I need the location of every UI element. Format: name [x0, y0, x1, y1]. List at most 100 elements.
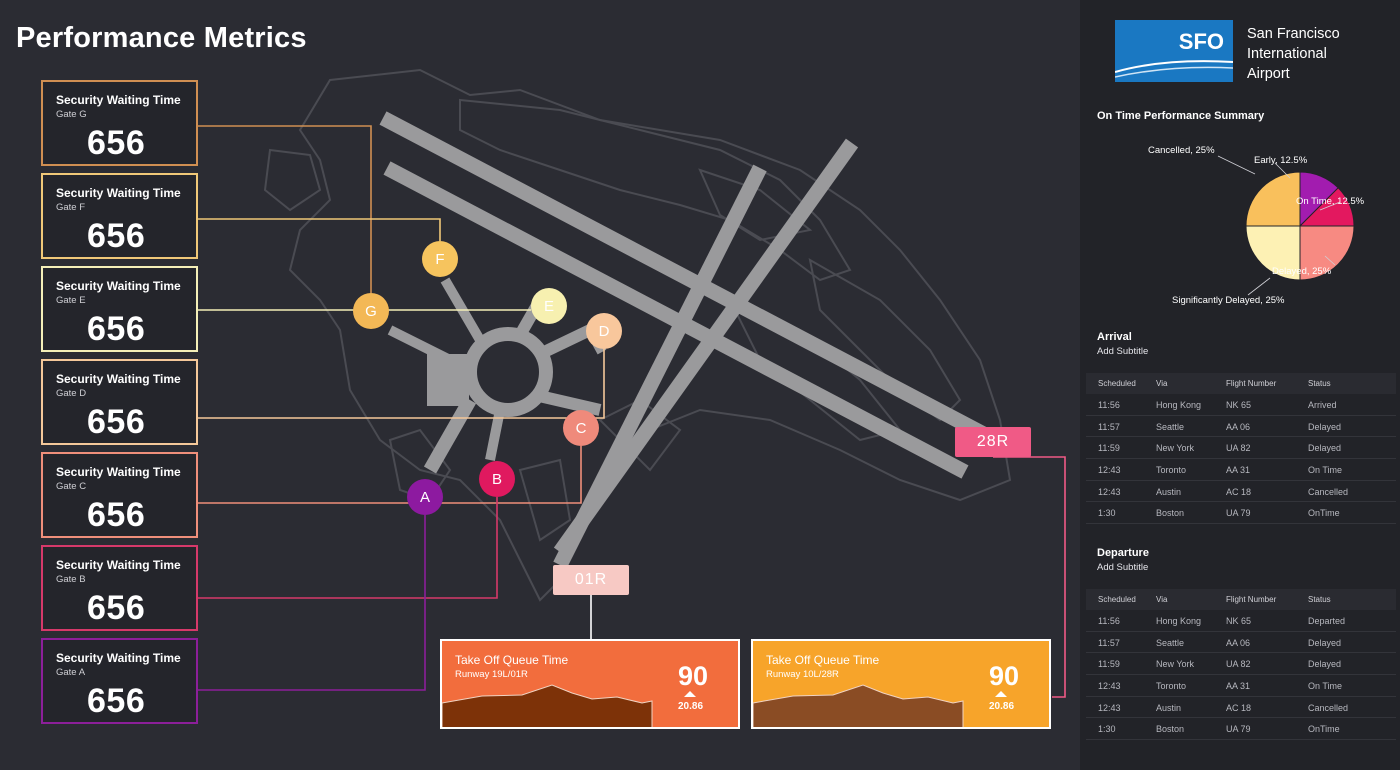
table-cell: On Time	[1308, 681, 1343, 692]
table-cell: UA 82	[1226, 659, 1251, 670]
table-cell: NK 65	[1226, 616, 1252, 626]
takeoff-queue-card-10l[interactable]: Take Off Queue Time Runway 10L/28R 90 20…	[751, 639, 1051, 729]
right-panel: SFO San Francisco International Airport …	[1080, 0, 1400, 770]
pie-leader-line	[1274, 162, 1291, 179]
logo-wave-icon	[1115, 60, 1233, 78]
queue-card-runway: Runway 10L/28R	[766, 669, 839, 680]
table-cell: UA 79	[1226, 508, 1251, 519]
table-cell: Departed	[1308, 616, 1346, 626]
queue-trend-area	[753, 684, 964, 727]
summary-title: On Time Performance Summary	[1097, 110, 1265, 122]
table-cell: AA 31	[1226, 681, 1251, 692]
connector-line	[198, 218, 441, 241]
gate-marker-b[interactable]: B	[479, 461, 515, 497]
column-header: Status	[1308, 595, 1331, 604]
pie-slice	[1245, 225, 1301, 281]
table-header: Scheduled Via Flight Number Status	[1086, 589, 1396, 610]
table-cell: Seattle	[1156, 421, 1185, 432]
gate-card-c[interactable]: Security Waiting Time Gate C 656	[41, 452, 198, 538]
gate-marker-e[interactable]: E	[531, 288, 567, 324]
table-row[interactable]: 11:57 Seattle AA 06 Delayed	[1086, 632, 1396, 654]
table-cell: 11:57	[1098, 637, 1120, 648]
arrival-title: Arrival	[1097, 331, 1132, 343]
table-cell: Boston	[1156, 508, 1185, 519]
table-cell: Delayed	[1308, 637, 1342, 648]
table-cell: 1:30	[1098, 508, 1116, 519]
logo-text: SFO	[1178, 29, 1224, 54]
table-cell: Hong Kong	[1156, 616, 1202, 626]
pie-leader-line	[1319, 201, 1341, 211]
table-row[interactable]: 11:56 Hong Kong NK 65 Departed	[1086, 610, 1396, 632]
table-cell: 12:43	[1098, 486, 1121, 497]
takeoff-queue-card-19l[interactable]: Take Off Queue Time Runway 19L/01R 90 20…	[440, 639, 740, 729]
gate-card-a[interactable]: Security Waiting Time Gate A 656	[41, 638, 198, 724]
departure-table: Scheduled Via Flight Number Status 11:56 Hong…	[1086, 589, 1396, 741]
connector-line	[198, 446, 582, 504]
gate-marker-d[interactable]: D	[586, 313, 622, 349]
column-header: Via	[1156, 595, 1168, 604]
table-cell: 11:59	[1098, 443, 1120, 454]
gate-marker-c[interactable]: C	[563, 410, 599, 446]
runway-label-01r[interactable]: 01R	[553, 565, 629, 595]
gate-marker-f[interactable]: F	[422, 241, 458, 277]
departure-subtitle: Add Subtitle	[1097, 562, 1149, 573]
table-row[interactable]: 1:30 Boston UA 79 OnTime	[1086, 502, 1396, 525]
gate-card-value: 656	[87, 403, 146, 441]
table-cell: Toronto	[1156, 465, 1187, 476]
column-header: Flight Number	[1226, 379, 1277, 388]
column-header: Flight Number	[1226, 595, 1277, 604]
table-cell: AA 06	[1226, 637, 1251, 648]
table-cell: 12:43	[1098, 702, 1121, 713]
table-cell: Seattle	[1156, 637, 1185, 648]
table-cell: AA 31	[1226, 465, 1251, 476]
pie-label-early: Early, 12.5%	[1254, 155, 1308, 166]
table-cell: Boston	[1156, 724, 1185, 735]
arrival-subtitle: Add Subtitle	[1097, 346, 1149, 357]
connector-line	[198, 125, 372, 293]
table-cell: OnTime	[1308, 508, 1340, 519]
pie-label-cancelled: Cancelled, 25%	[1148, 145, 1215, 156]
table-cell: 11:56	[1098, 400, 1120, 410]
table-cell: Arrived	[1308, 400, 1337, 410]
gate-card-value: 656	[87, 682, 146, 720]
sfo-logo: SFO	[1115, 20, 1233, 82]
table-cell: Austin	[1156, 702, 1182, 713]
table-cell: On Time	[1308, 465, 1343, 476]
gate-marker-a[interactable]: A	[407, 479, 443, 515]
table-cell: New York	[1156, 443, 1195, 454]
table-cell: 11:59	[1098, 659, 1120, 670]
table-cell: 11:56	[1098, 616, 1120, 626]
map-outlines	[263, 68, 1012, 602]
runway-label-28r[interactable]: 28R	[955, 427, 1031, 457]
table-cell: Cancelled	[1308, 486, 1349, 497]
table-cell: AC 18	[1226, 486, 1252, 497]
trend-up-icon	[684, 691, 696, 697]
gate-card-value: 656	[87, 310, 146, 348]
gate-marker-g[interactable]: G	[353, 293, 389, 329]
gate-card-f[interactable]: Security Waiting Time Gate F 656	[41, 173, 198, 259]
departure-title: Departure	[1097, 547, 1149, 559]
gate-card-d[interactable]: Security Waiting Time Gate D 656	[41, 359, 198, 445]
pie-label-significantly-delayed: Significantly Delayed, 25%	[1172, 295, 1285, 306]
queue-card-delta: 20.86	[678, 701, 704, 712]
gate-card-e[interactable]: Security Waiting Time Gate E 656	[41, 266, 198, 352]
runway-connector	[993, 456, 1066, 698]
queue-card-value: 90	[989, 661, 1020, 691]
queue-card-title: Take Off Queue Time	[766, 653, 880, 667]
gate-card-title: Security Waiting Time	[56, 186, 181, 200]
gate-card-g[interactable]: Security Waiting Time Gate G 656	[41, 80, 198, 166]
gate-card-title: Security Waiting Time	[56, 93, 181, 107]
gate-card-b[interactable]: Security Waiting Time Gate B 656	[41, 545, 198, 631]
column-header: Scheduled	[1098, 595, 1136, 604]
